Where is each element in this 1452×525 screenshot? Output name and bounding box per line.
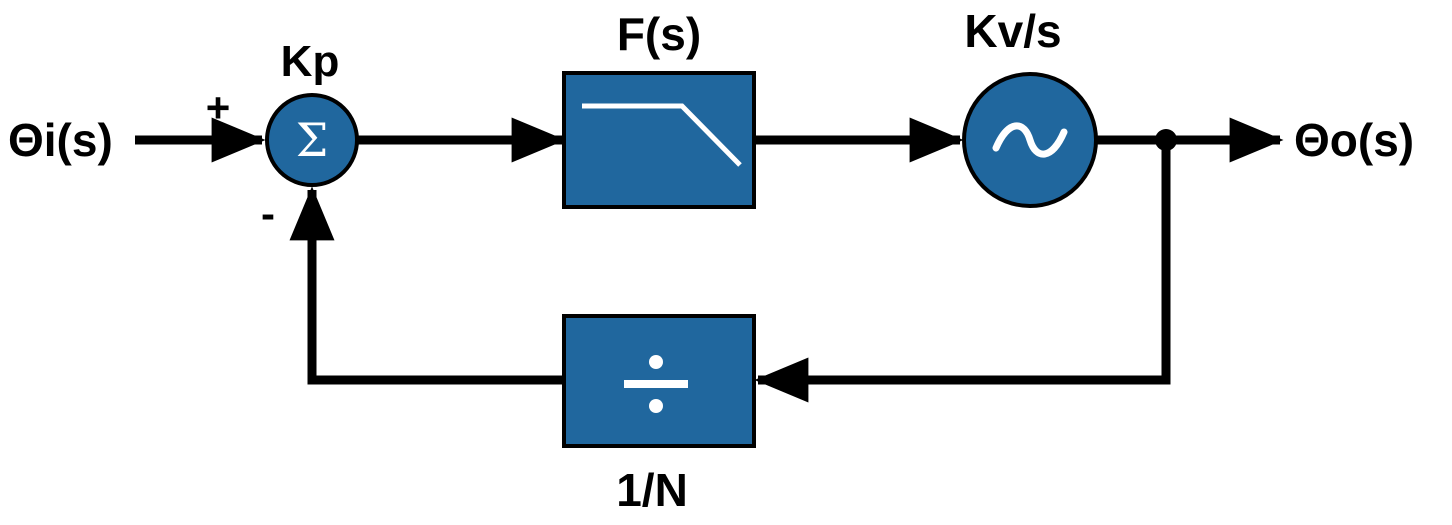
vco-block (962, 72, 1098, 208)
lowpass-filter-icon (582, 103, 742, 167)
summer-symbol: Σ (296, 113, 329, 167)
phase-detector-gain-label: Kp (281, 37, 340, 86)
feedback-wire-to-divider (754, 140, 1171, 403)
loop-filter-block (562, 71, 756, 209)
minus-sign: - (261, 190, 275, 237)
sine-wave-icon (992, 122, 1068, 158)
feedback-wire-to-summer (289, 186, 562, 385)
output-label: Θo(s) (1294, 114, 1414, 166)
input-label: Θi(s) (8, 114, 113, 166)
vco-label: Kv/s (964, 5, 1061, 57)
filter-box (562, 71, 756, 209)
summer-block: Σ (265, 93, 359, 187)
divider-label: 1/N (616, 464, 688, 516)
divider-block (562, 314, 756, 448)
loop-filter-label: F(s) (617, 8, 701, 60)
plus-sign: + (206, 84, 231, 131)
divide-icon (624, 355, 688, 413)
branch-junction-dot (1155, 129, 1177, 151)
summing-junction-icon (265, 93, 359, 187)
